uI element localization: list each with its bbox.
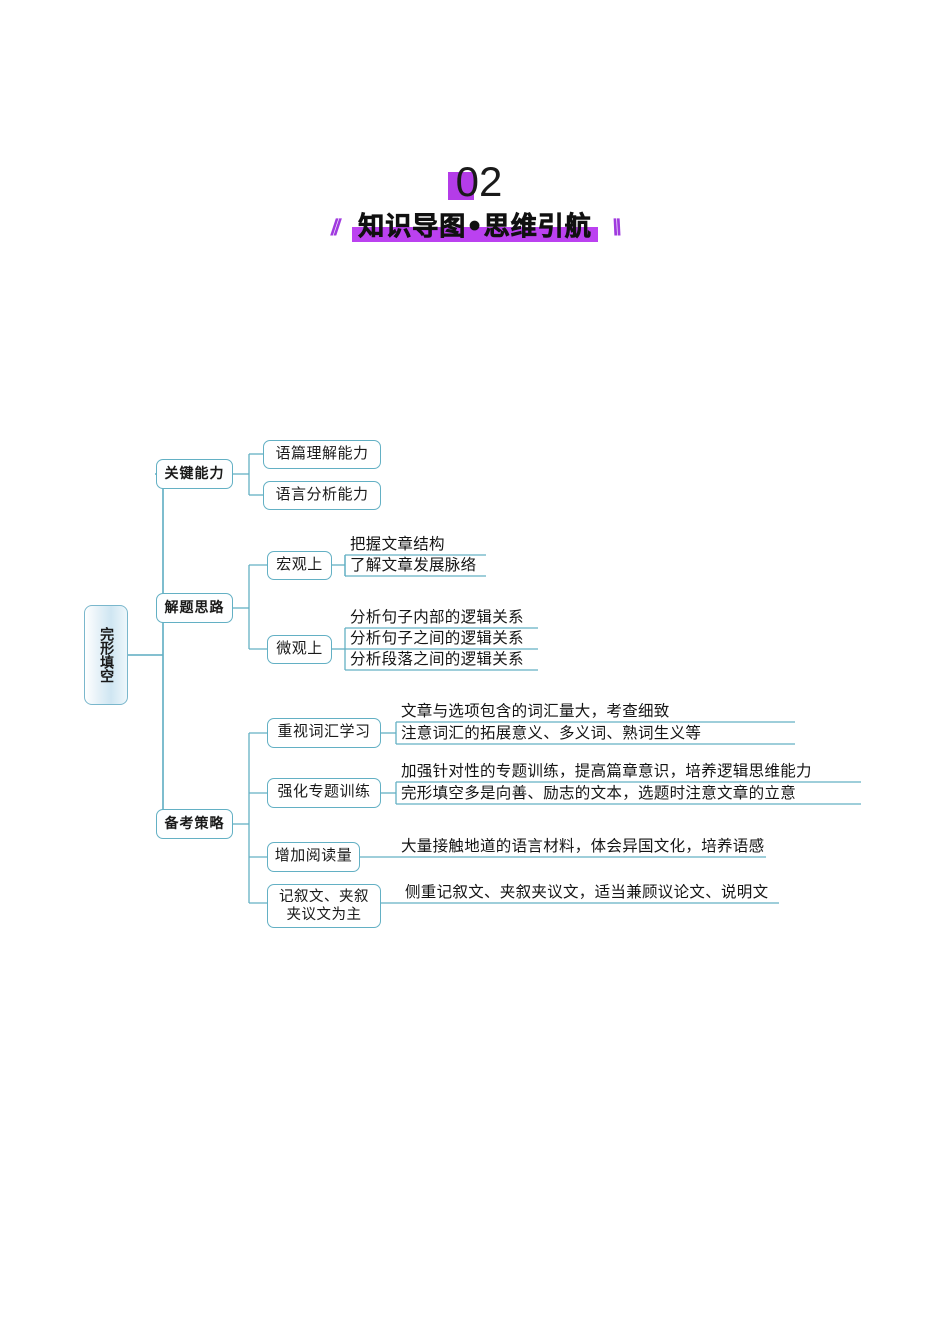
leaf-node-language-analysis[interactable]: 语言分析能力 <box>263 481 381 510</box>
leaf-text-between-sentence-logic: 分析句子之间的逻辑关系 <box>350 630 524 647</box>
leaf-text-positive-texts: 完形填空多是向善、励志的文本，选题时注意文章的立意 <box>401 785 797 802</box>
sub-node-increase-reading[interactable]: 增加阅读量 <box>267 842 360 872</box>
leaf-text-grasp-structure: 把握文章结构 <box>350 536 445 553</box>
page-header: 02 // 知识导图•思维引航 \\ <box>0 160 950 250</box>
sub-node-genre-focus-line2: 夹议文为主 <box>286 907 362 923</box>
sub-node-macro[interactable]: 宏观上 <box>267 551 332 580</box>
branch-node-prep-strategy[interactable]: 备考策略 <box>156 809 233 839</box>
leaf-text-authentic-materials: 大量接触地道的语言材料，体会异国文化，培养语感 <box>401 838 765 855</box>
title-highlight-bar <box>352 227 598 242</box>
leaf-text-targeted-training: 加强针对性的专题训练，提高篇章意识，培养逻辑思维能力 <box>401 763 812 780</box>
sub-node-genre-focus-line1: 记叙文、夹叙 <box>279 888 369 905</box>
sub-node-vocabulary-study[interactable]: 重视词汇学习 <box>267 718 381 748</box>
page-title: 知识导图•思维引航 <box>358 212 592 243</box>
leaf-text-between-paragraph-logic: 分析段落之间的逻辑关系 <box>350 651 524 668</box>
header-title-row: // 知识导图•思维引航 \\ <box>0 204 950 250</box>
leaf-text-within-sentence-logic: 分析句子内部的逻辑关系 <box>350 609 524 626</box>
branch-node-key-ability[interactable]: 关键能力 <box>156 459 233 489</box>
leaf-text-genre-coverage: 侧重记叙文、夹叙夹议文，适当兼顾议论文、说明文 <box>405 884 769 901</box>
leaf-node-discourse-comprehension[interactable]: 语篇理解能力 <box>263 440 381 469</box>
leaf-text-understand-development: 了解文章发展脉络 <box>350 557 477 574</box>
sub-node-topic-training[interactable]: 强化专题训练 <box>267 778 381 808</box>
header-number-wrap: 02 <box>0 160 950 204</box>
leaf-text-vocab-extended-meaning: 注意词汇的拓展意义、多义词、熟词生义等 <box>401 725 702 742</box>
purple-square-accent <box>447 172 474 200</box>
header-number-inner: 02 <box>447 158 503 205</box>
sub-node-genre-focus[interactable]: 记叙文、夹叙 夹议文为主 <box>267 884 381 928</box>
mindmap-root-node[interactable]: 完形填空 <box>84 605 128 705</box>
branch-node-solving-approach[interactable]: 解题思路 <box>156 593 233 623</box>
sub-node-micro[interactable]: 微观上 <box>267 635 332 664</box>
header-title-box: 知识导图•思维引航 <box>352 210 598 244</box>
section-number: 02 <box>455 158 503 205</box>
leaf-text-vocab-volume: 文章与选项包含的词汇量大，考查细致 <box>401 703 670 720</box>
